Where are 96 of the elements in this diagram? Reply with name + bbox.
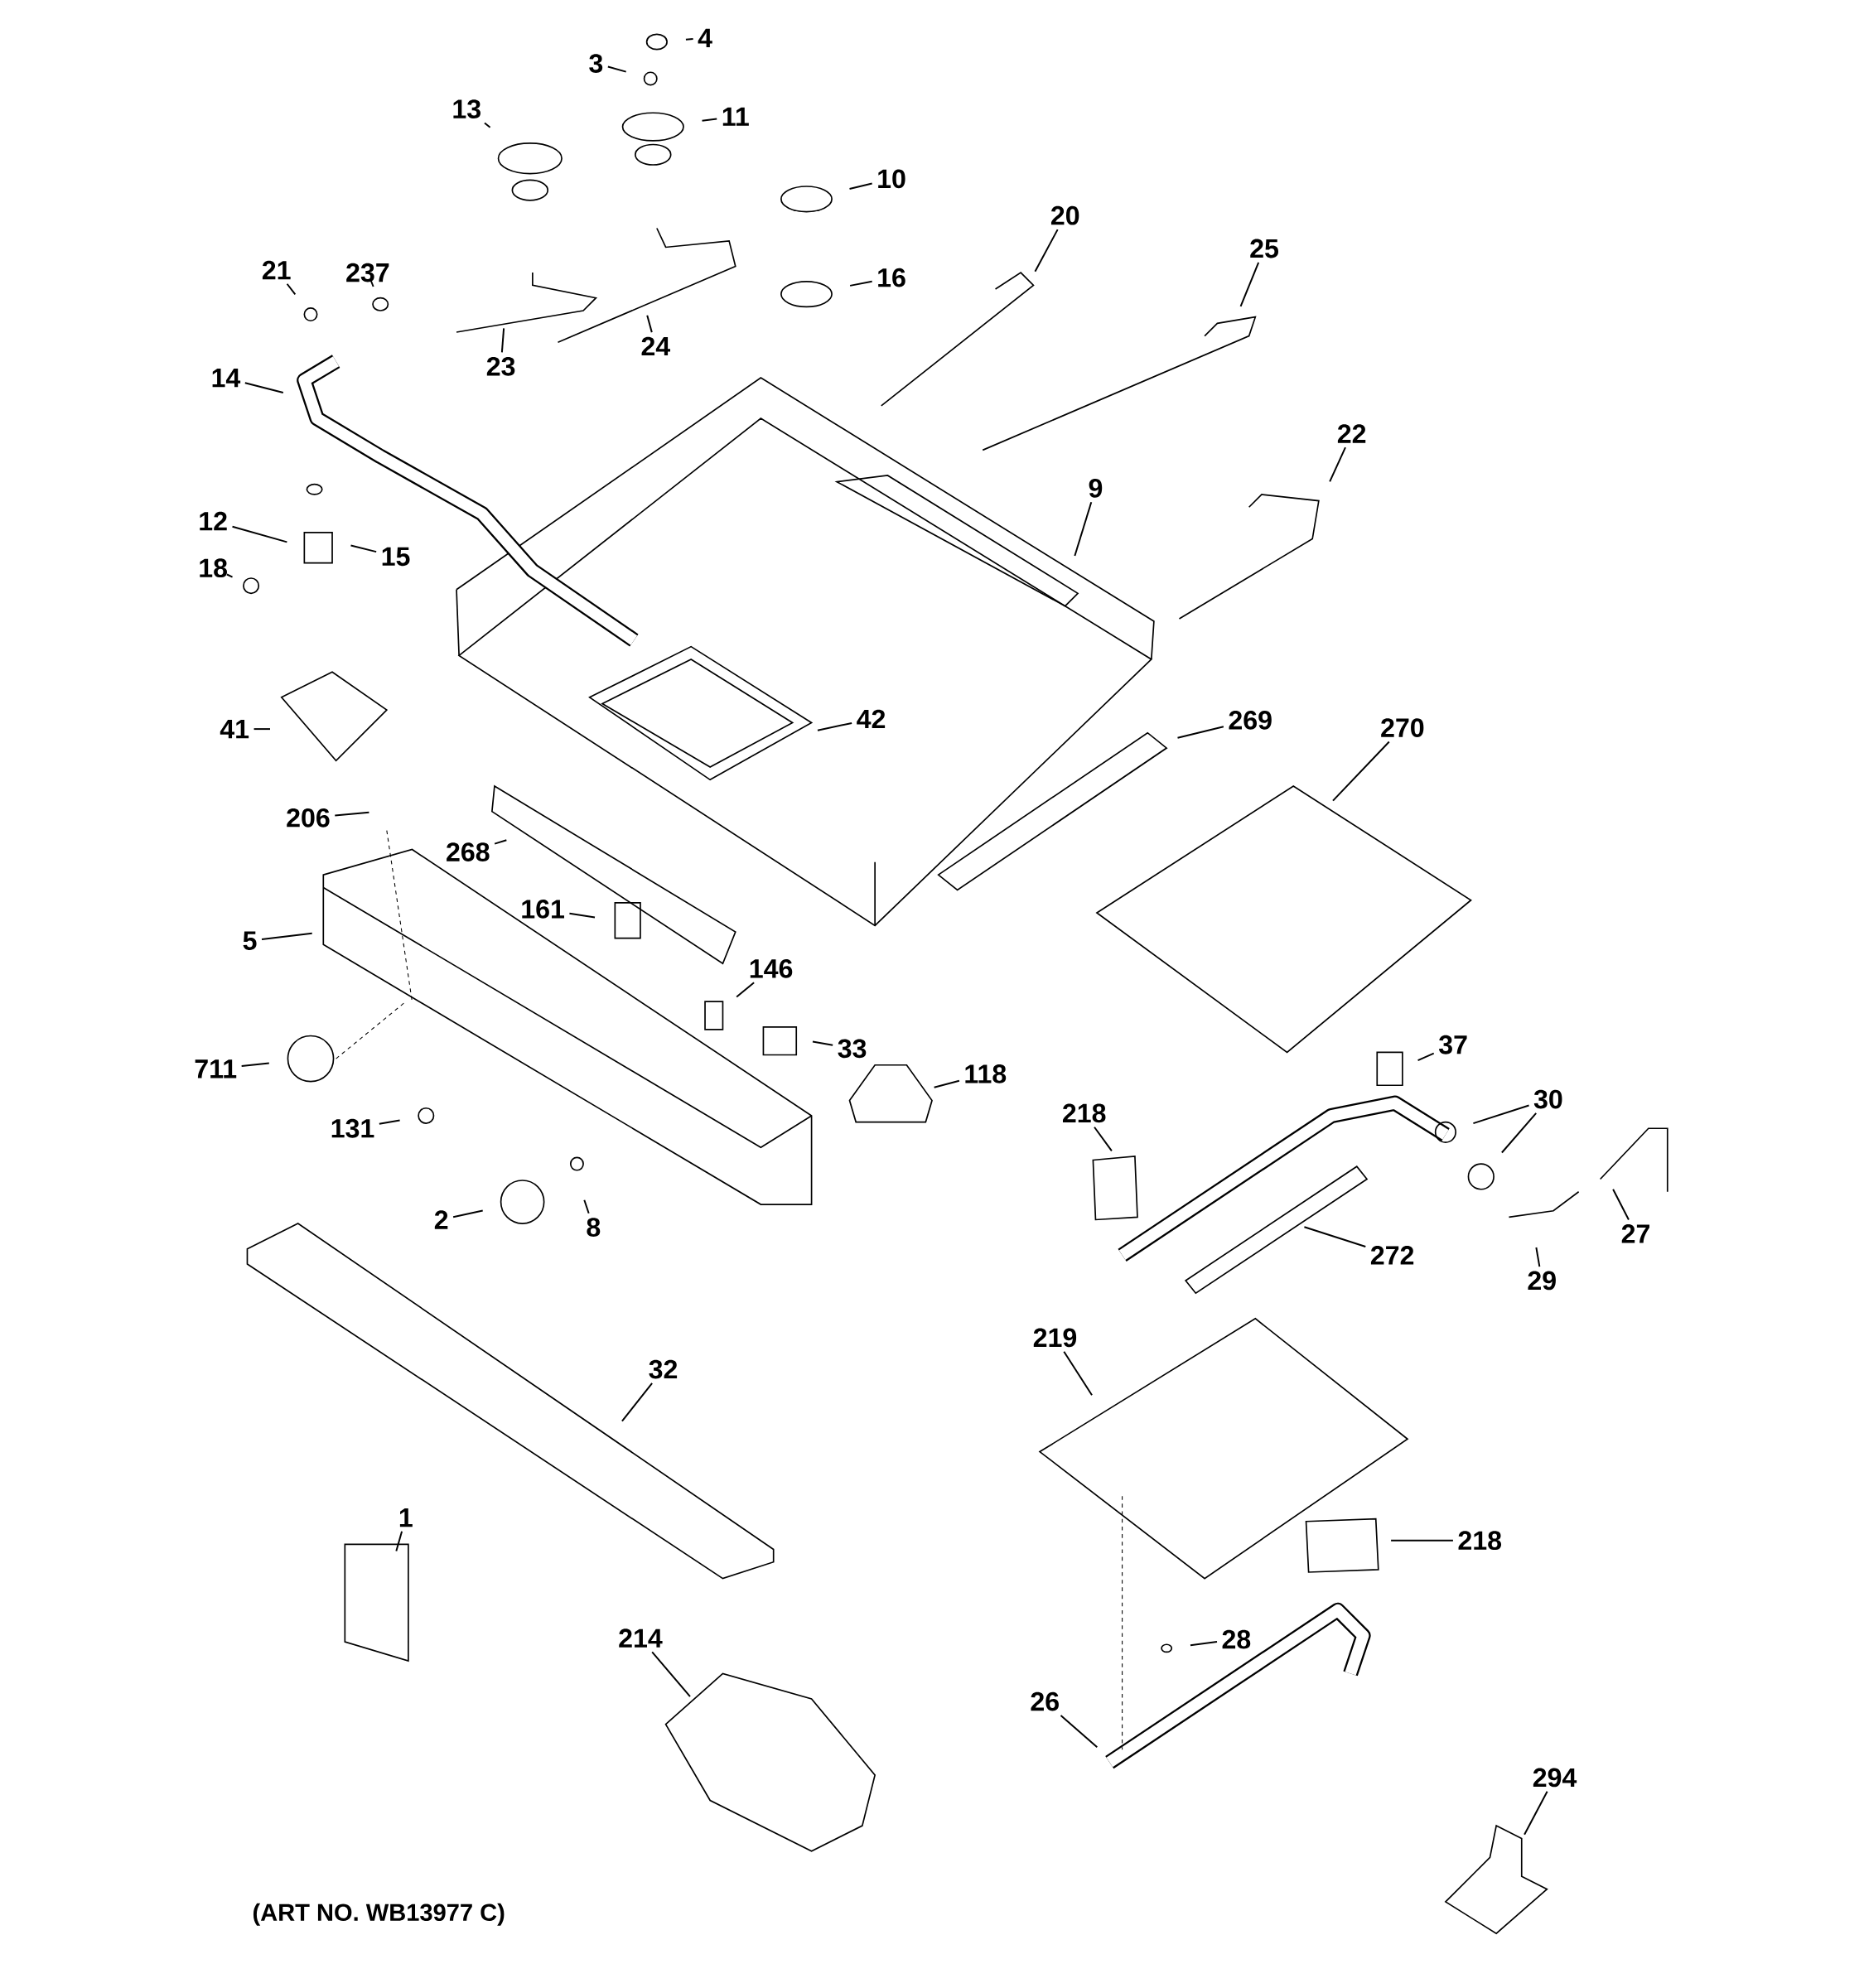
leader-line [369,278,374,287]
callout-number: 26 [1031,1691,1059,1711]
callout-number: 21 [262,260,291,280]
leader-line [1329,446,1346,483]
leader-line [1060,1715,1099,1749]
leader-line [1472,1104,1530,1125]
callout-number: 28 [1222,1629,1251,1649]
leader-line [1063,1350,1094,1397]
leader-line [646,314,653,334]
leader-line [334,811,370,817]
callout-number: 268 [447,842,490,861]
callout-number: 32 [649,1359,678,1379]
callout-number: 18 [200,558,227,578]
leader-line [261,932,313,940]
leader-line [378,1119,401,1125]
callout-number: 41 [220,720,249,739]
leader-line [452,1209,484,1218]
callout-number: 711 [195,1059,237,1078]
leader-line [583,1199,590,1214]
leader-line [494,839,508,845]
leader-line [849,280,873,287]
callout-number: 161 [522,900,564,919]
leader-line [736,982,756,998]
callout-number: 218 [1458,1531,1502,1551]
callout-number: 237 [346,263,389,282]
callout-number: 146 [750,959,793,978]
callout-number: 206 [287,808,330,828]
callout-number: 22 [1337,424,1366,443]
leader-line [1332,741,1390,802]
callout-number: 25 [1250,239,1278,258]
callout-number: 3 [589,54,603,73]
callout-number: 42 [857,709,886,729]
callout-number: 219 [1033,1328,1077,1348]
leader-line [1176,726,1224,739]
leader-line [606,65,627,73]
leader-line [651,1651,691,1698]
leader-line [684,38,694,41]
callout-number: 218 [1063,1103,1106,1123]
leader-line [1094,1126,1113,1152]
callout-number: 118 [965,1064,1007,1083]
callout-number: 294 [1533,1768,1577,1788]
callout-number: 10 [878,169,905,189]
leader-line [1189,1641,1218,1647]
leader-line [253,728,271,731]
callout-number: 13 [453,99,480,119]
leader-line [226,573,234,578]
leader-line [484,122,491,128]
leader-line [1535,1247,1541,1268]
callout-number: 8 [587,1218,601,1238]
leader-line [231,525,288,543]
leader-line [240,1062,270,1067]
leader-line [350,544,378,553]
leader-line [1524,1790,1548,1836]
callout-number: 1 [399,1508,413,1527]
leader-line [1074,501,1093,557]
callout-number: 14 [212,369,241,388]
leader-line [395,1530,403,1552]
leader-line [812,1040,834,1046]
leader-line [1500,1112,1538,1154]
callout-number: 2 [434,1210,448,1229]
leader-line [1239,261,1260,307]
leader-line [933,1079,960,1088]
callout-number: 272 [1370,1246,1414,1265]
callout-number: 269 [1229,711,1272,730]
callout-number: 30 [1533,1089,1562,1109]
leader-line [1034,229,1059,273]
leader-line [1417,1052,1435,1062]
leader-line [816,721,853,731]
callout-number: 27 [1621,1224,1649,1243]
leader-line [848,182,873,190]
callout-number: 23 [486,356,515,376]
callout-number: 131 [331,1118,374,1138]
callout-number: 37 [1438,1035,1467,1054]
callout-number: 24 [641,336,670,356]
callout-number: 15 [382,547,410,567]
leader-line [568,912,596,919]
callout-number: 20 [1050,205,1079,225]
callout-number: 214 [619,1629,663,1648]
leader-line [1390,1539,1454,1542]
leader-line [244,382,284,394]
leader-line [1612,1188,1630,1221]
callout-number: 9 [1089,478,1103,498]
leader-line [1303,1226,1367,1247]
leader-line [286,282,297,296]
callout-number: 33 [838,1039,867,1059]
callout-number: 270 [1381,718,1424,737]
callout-number: 4 [698,28,712,47]
leader-line [500,327,505,354]
callout-number: 12 [200,511,227,531]
callout-number: 29 [1528,1271,1556,1291]
leader-line [701,118,718,122]
callout-number: 5 [243,931,257,950]
art-number-label: (ART NO. WB13977 C) [253,1903,505,1926]
leader-line [621,1382,654,1422]
callout-number: 11 [722,107,749,126]
callout-number: 16 [878,268,905,287]
